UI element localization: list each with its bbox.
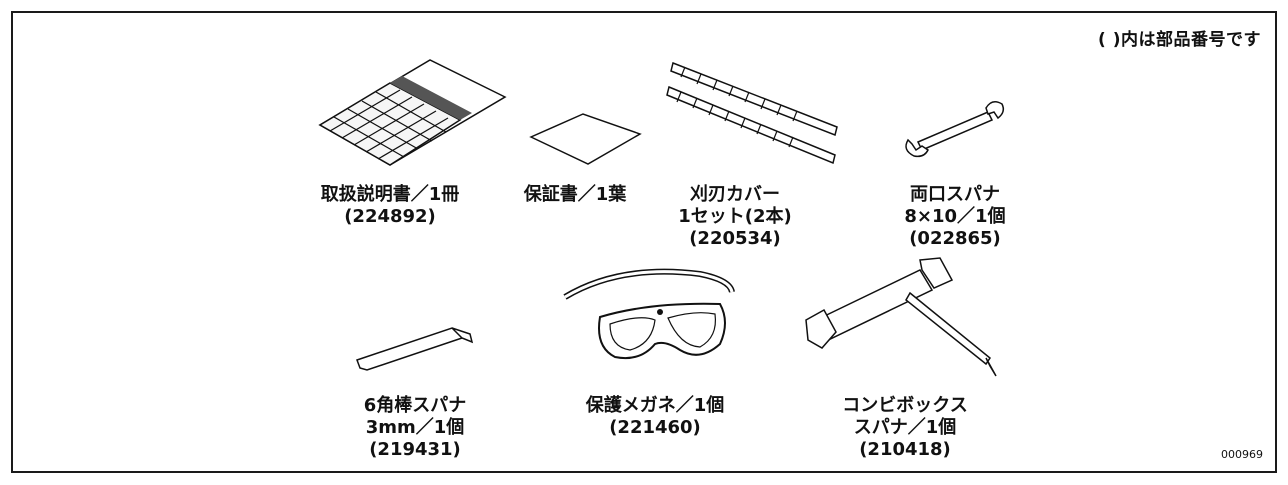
safety-goggles-label: 保護メガネ／1個 [585, 395, 725, 416]
warranty-card-icon [528, 112, 643, 167]
combination-box-wrench-icon [800, 258, 1000, 388]
double-end-wrench-label: 両口スパナ [910, 184, 1000, 205]
hex-key-caption: 6角棒スパナ 3mm／1個 (219431) [350, 395, 480, 461]
manual-part-number: (224892) [344, 206, 436, 227]
combination-wrench-label: コンビボックス [842, 395, 968, 416]
double-end-wrench-part-number: (022865) [909, 228, 1001, 249]
blade-cover-quantity: 1セット(2本) [678, 206, 792, 227]
blade-cover-part-number: (220534) [689, 228, 781, 249]
double-end-wrench-caption: 両口スパナ 8×10／1個 (022865) [885, 184, 1025, 250]
safety-goggles-icon [560, 262, 740, 382]
combination-wrench-part-number: (210418) [859, 439, 951, 460]
double-end-wrench-icon [898, 100, 1008, 160]
warranty-caption: 保証書／1葉 [510, 184, 640, 206]
safety-goggles-part-number: (221460) [609, 417, 701, 438]
accessory-list-frame: ( )内は部品番号です 000969 [11, 11, 1277, 473]
hex-key-size: 3mm／1個 [365, 417, 465, 438]
manual-label: 取扱説明書／1冊 [320, 184, 460, 205]
blade-cover-icon [665, 55, 845, 165]
blade-cover-caption: 刈刃カバー 1セット(2本) (220534) [665, 184, 805, 250]
hex-key-part-number: (219431) [369, 439, 461, 460]
hex-key-icon [352, 318, 477, 378]
manual-icon [310, 55, 510, 165]
combination-wrench-quantity: スパナ／1個 [853, 417, 957, 438]
hex-key-label: 6角棒スパナ [363, 395, 467, 416]
blade-cover-label: 刈刃カバー [690, 184, 780, 205]
manual-caption: 取扱説明書／1冊 (224892) [310, 184, 470, 228]
combination-wrench-caption: コンビボックス スパナ／1個 (210418) [830, 395, 980, 461]
part-number-note: ( )内は部品番号です [1098, 30, 1261, 50]
warranty-label: 保証書／1葉 [523, 184, 627, 205]
double-end-wrench-size: 8×10／1個 [904, 206, 1006, 227]
figure-code: 000969 [1221, 448, 1263, 461]
safety-goggles-caption: 保護メガネ／1個 (221460) [575, 395, 735, 439]
